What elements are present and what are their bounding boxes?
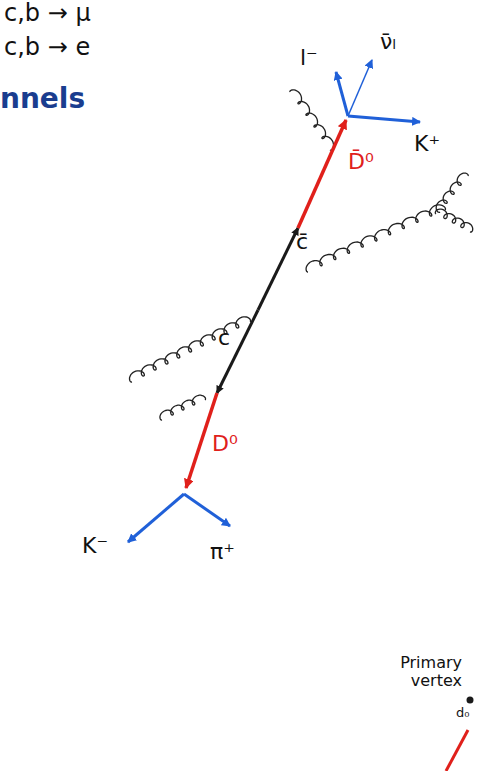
pion-track <box>184 494 230 526</box>
gluon-line <box>290 90 334 150</box>
particle-label: c <box>218 326 230 350</box>
decay-channel: c,b → μ <box>4 0 91 26</box>
particle-label: ν̄ₗ <box>380 30 396 54</box>
kaon-track <box>128 494 184 542</box>
particle-label: K⁻ <box>82 534 108 558</box>
particle-label: π⁺ <box>210 540 235 564</box>
gluon-line <box>160 395 206 420</box>
particle-label: l⁻ <box>300 46 318 70</box>
charm-quark-line <box>217 310 258 393</box>
dbar-meson-arrow <box>298 120 346 228</box>
particle-label: K⁺ <box>414 132 440 156</box>
neutrino-track <box>348 60 372 116</box>
vertex-dot <box>467 697 474 704</box>
lepton-track <box>336 72 348 116</box>
gluon-line <box>435 209 472 232</box>
particle-label: D̄⁰ <box>348 150 374 174</box>
gluon-lines <box>130 90 473 420</box>
anticharm-quark-line <box>258 228 298 310</box>
kaon-track <box>348 116 420 122</box>
vertex-label: Primary vertex <box>392 654 462 689</box>
decay-channel: c,b → e <box>4 34 90 60</box>
track-segment <box>446 730 468 771</box>
section-heading: nnels <box>0 84 85 115</box>
impact-parameter-label: d₀ <box>456 706 469 720</box>
particle-label: D⁰ <box>212 432 238 456</box>
gluon-line <box>130 317 251 382</box>
gluon-line <box>436 173 468 212</box>
particle-label: c̄ <box>296 230 308 254</box>
gluon-line <box>306 205 445 272</box>
